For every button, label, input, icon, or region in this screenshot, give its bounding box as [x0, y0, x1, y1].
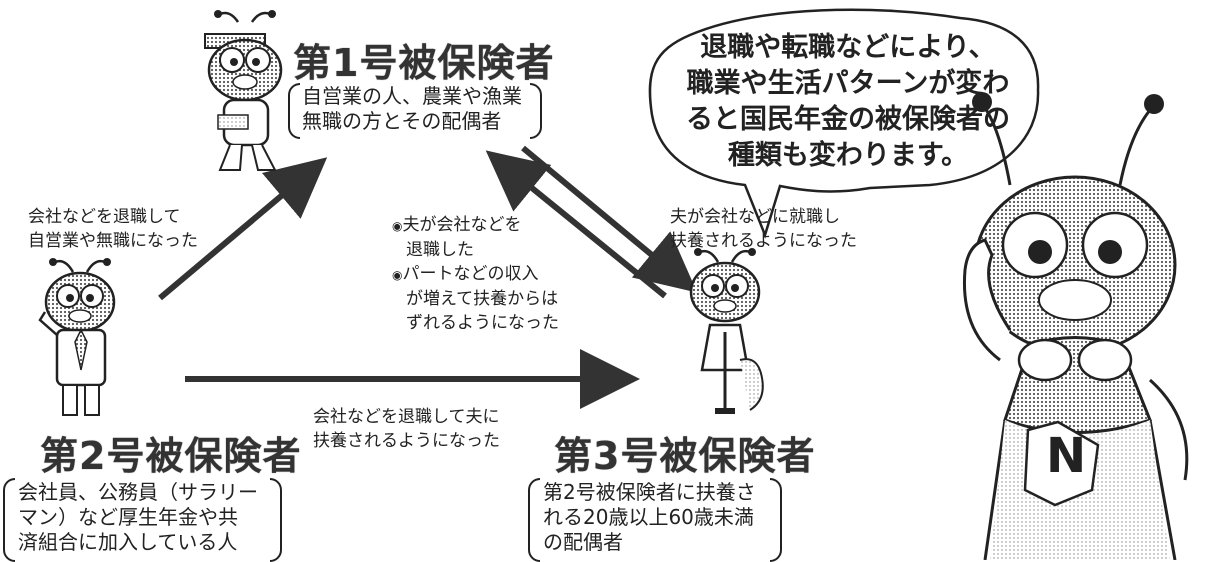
speech-bubble-shape — [648, 8, 1040, 239]
bubble-line: 退職や転職などにより、 — [700, 32, 996, 63]
insured-3-description: 第2号被保険者に扶養さ れる20歳以上60歳未満 の配偶者 — [543, 480, 756, 555]
bubble-line: 職業や生活パターンが変わ — [686, 68, 1010, 99]
note-line: が増えて扶養からは — [406, 289, 559, 309]
insured-1-paren-right — [530, 83, 542, 139]
insured-1-title: 第1号被保険者 — [293, 41, 555, 85]
arrow-3-to-1 — [485, 150, 667, 299]
insured-1-paren-left — [288, 83, 300, 139]
desc-line: 第2号被保険者に扶養さ — [543, 480, 756, 504]
note-line: 会社などを退職して — [28, 207, 181, 227]
mascot-figure — [962, 92, 1189, 560]
arrow-2-to-1 — [158, 157, 328, 301]
desc-line: 済組合に加入している人 — [18, 530, 238, 554]
transition-2-to-3-label: 会社などを退職して夫に 扶養されるようになった — [313, 405, 500, 453]
bullet-icon: ◉ — [392, 219, 403, 233]
desc-line: マン）など厚生年金や共 — [18, 505, 238, 529]
note-line: ◉夫が会社などを — [392, 215, 522, 235]
insured-2-title: 第2号被保険者 — [40, 434, 302, 478]
bubble-line: ると国民年金の被保険者の — [686, 104, 1010, 135]
note-line: 自営業や無職になった — [28, 231, 198, 251]
insured-2-description: 会社員、公務員（サラリー マン）など厚生年金や共 済組合に加入している人 — [18, 480, 258, 555]
character-1-figure — [204, 10, 283, 171]
bullet-icon: ◉ — [392, 268, 403, 282]
desc-line: の配偶者 — [543, 530, 623, 554]
desc-line: れる20歳以上60歳未満 — [543, 505, 754, 529]
note-line: ◉パートなどの収入 — [392, 264, 539, 284]
character-2-figure — [38, 258, 116, 416]
insured-1-description: 自営業の人、農業や漁業 無職の方とその配偶者 — [302, 84, 522, 134]
insured-3-paren-right — [770, 478, 782, 562]
transition-2-to-1-label: 会社などを退職して 自営業や無職になった — [28, 205, 198, 253]
transition-1-to-3-label: 夫が会社などに就職し 扶養されるようになった — [670, 205, 857, 253]
desc-line: 自営業の人、農業や漁業 — [302, 84, 522, 108]
note-line: 夫が会社などに就職し — [670, 207, 840, 227]
desc-line: 会社員、公務員（サラリー — [18, 480, 258, 504]
note-line: 退職した — [406, 240, 474, 260]
desc-line: 無職の方とその配偶者 — [302, 109, 502, 133]
insured-2-paren-right — [270, 478, 282, 562]
insured-3-paren-left — [528, 478, 540, 562]
mascot-badge-letter: N — [1046, 428, 1087, 484]
insured-3-title: 第3号被保険者 — [554, 434, 816, 478]
note-line: 扶養されるようになった — [313, 431, 500, 451]
note-line: 扶養されるようになった — [670, 231, 857, 251]
note-line: ずれるようになった — [406, 313, 559, 333]
note-line: 会社などを退職して夫に — [313, 407, 500, 427]
bubble-line: 種類も変わります。 — [727, 140, 969, 171]
insured-2-paren-left — [3, 478, 15, 562]
character-3-figure — [689, 248, 764, 414]
transition-3-to-1-label: ◉夫が会社などを 退職した ◉パートなどの収入 が増えて扶養からは ずれるように… — [392, 213, 559, 335]
speech-bubble-text: 退職や転職などにより、 職業や生活パターンが変わ ると国民年金の被保険者の 種類… — [668, 30, 1028, 174]
